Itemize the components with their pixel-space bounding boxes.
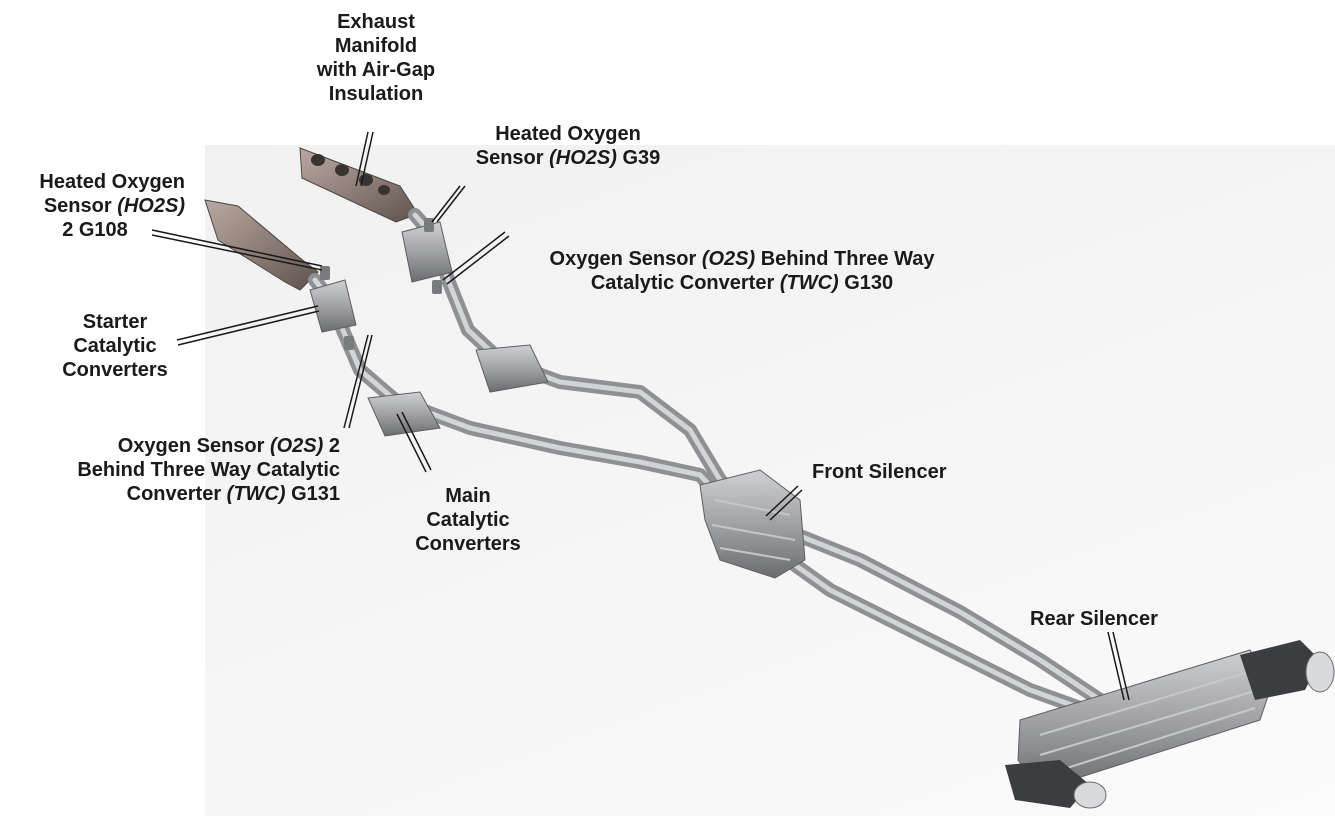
manifold-right-bank — [300, 148, 418, 222]
label-line: 2 G108 — [5, 218, 185, 242]
label-line: Insulation — [296, 82, 456, 106]
front-silencer-body — [700, 470, 805, 578]
label-rear-silencer: Rear Silencer — [1030, 607, 1158, 631]
label-line: Catalytic Converter (TWC) G130 — [512, 271, 972, 295]
oxygen-sensor-g131 — [344, 336, 354, 350]
oxygen-sensor-g108 — [320, 266, 330, 280]
label-line: Oxygen Sensor (O2S) Behind Three Way — [512, 247, 972, 271]
label-line: Starter — [55, 310, 175, 334]
leader-lines — [152, 132, 1129, 700]
label-main-catalytic-converters: Main Catalytic Converters — [402, 484, 534, 556]
label-starter-catalytic-converters: Starter Catalytic Converters — [55, 310, 175, 382]
oxygen-sensor-g130 — [432, 280, 442, 294]
label-line: Converters — [402, 532, 534, 556]
oxygen-sensor-g39 — [424, 218, 434, 232]
label-front-silencer: Front Silencer — [812, 460, 946, 484]
label-exhaust-manifold: Exhaust Manifold with Air-Gap Insulation — [296, 10, 456, 106]
label-line: Main — [402, 484, 534, 508]
tailpipe-upper — [1240, 640, 1334, 700]
label-line: Sensor (HO2S) — [5, 194, 185, 218]
label-line: Behind Three Way Catalytic — [40, 458, 340, 482]
label-ho2s-g39: Heated Oxygen Sensor (HO2S) G39 — [468, 122, 668, 170]
label-line: Rear Silencer — [1030, 607, 1158, 631]
label-line: Converter (TWC) G131 — [40, 482, 340, 506]
label-line: Catalytic — [55, 334, 175, 358]
label-line: Converters — [55, 358, 175, 382]
label-line: Catalytic — [402, 508, 534, 532]
main-catalytic-converter-right — [476, 345, 548, 392]
label-line: Heated Oxygen — [468, 122, 668, 146]
label-line: Front Silencer — [812, 460, 946, 484]
label-line: Oxygen Sensor (O2S) 2 — [40, 434, 340, 458]
label-line: Manifold — [296, 34, 456, 58]
label-line: Heated Oxygen — [5, 170, 185, 194]
label-line: with Air-Gap — [296, 58, 456, 82]
label-line: Sensor (HO2S) G39 — [468, 146, 668, 170]
label-o2s-g130: Oxygen Sensor (O2S) Behind Three Way Cat… — [512, 247, 972, 295]
label-line: Exhaust — [296, 10, 456, 34]
label-o2s-g131: Oxygen Sensor (O2S) 2 Behind Three Way C… — [40, 434, 340, 506]
label-ho2s-g108: Heated Oxygen Sensor (HO2S) 2 G108 — [5, 170, 185, 242]
